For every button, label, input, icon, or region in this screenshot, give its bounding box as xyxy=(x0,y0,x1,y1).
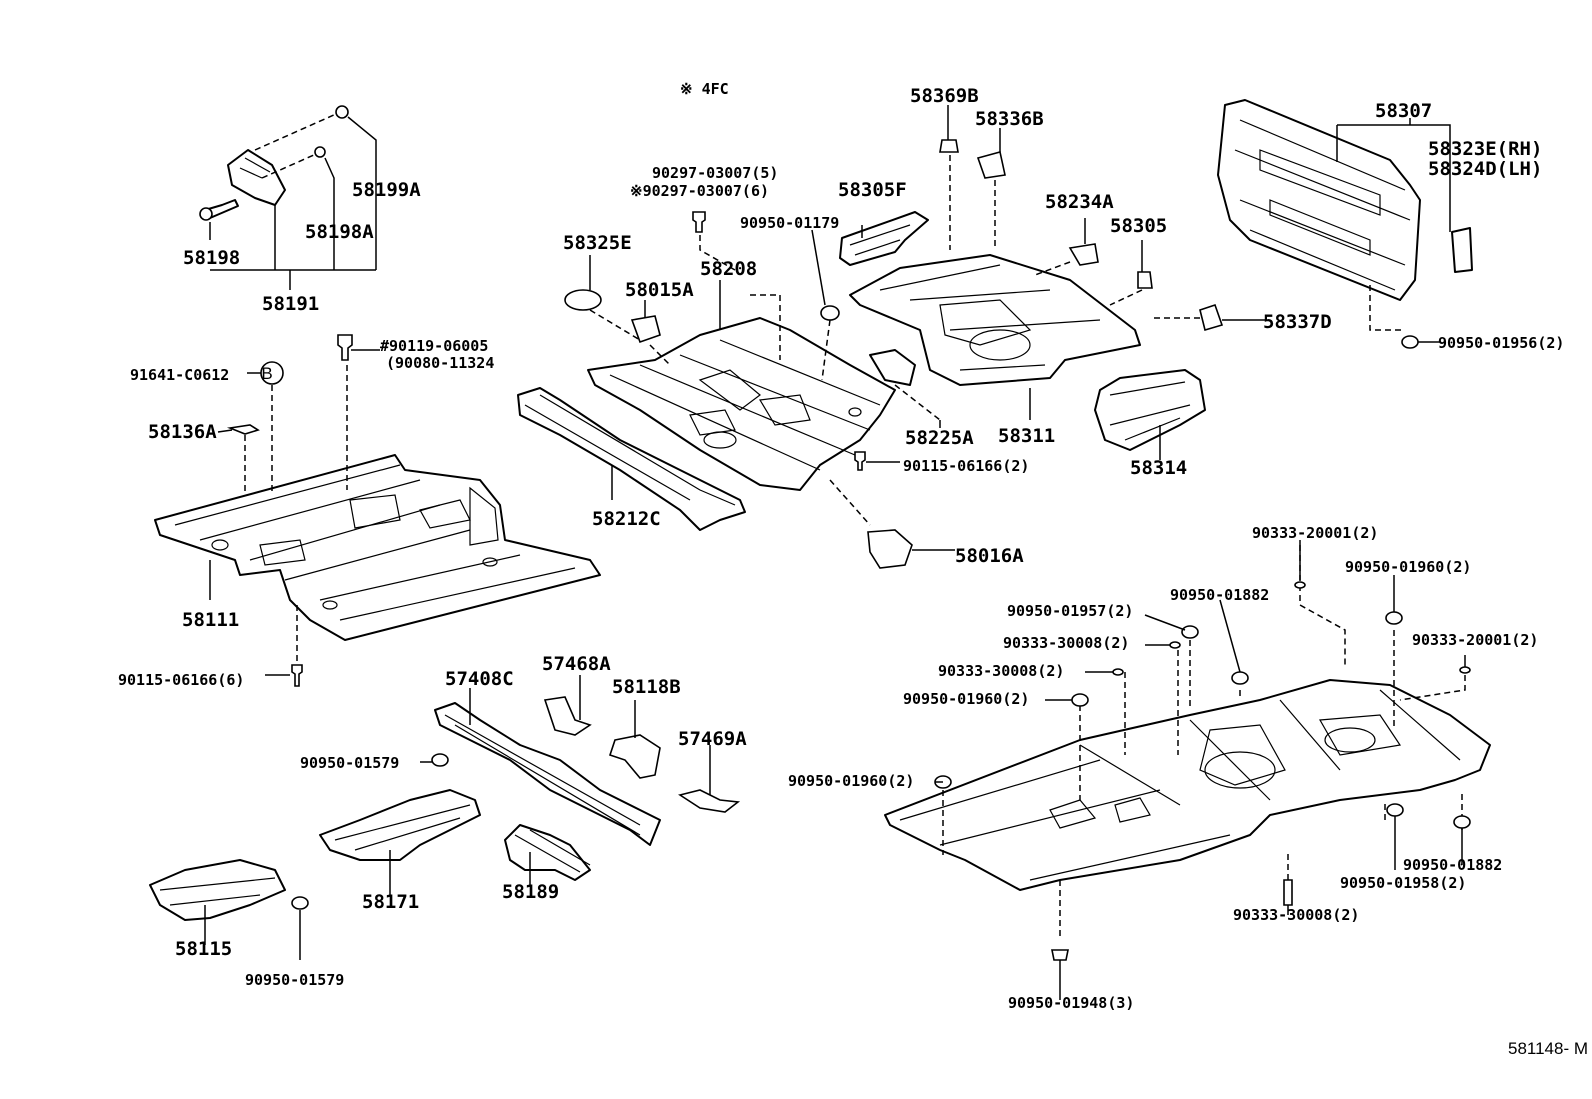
label-58191: 58191 xyxy=(262,293,319,315)
rear-panel-58307 xyxy=(1217,99,1473,349)
spare-tire-pan-58314 xyxy=(1094,369,1206,460)
label-58305F: 58305F xyxy=(838,179,907,201)
label-90333-20001-a: 90333-20001(2) xyxy=(1252,524,1378,542)
label-58171: 58171 xyxy=(362,891,419,913)
label-90950-01956: 90950-01956(2) xyxy=(1438,334,1564,352)
label-90333-30008-c: 90333-30008(2) xyxy=(1233,906,1359,924)
label-58198: 58198 xyxy=(183,247,240,269)
label-90950-01179: 90950-01179 xyxy=(740,214,839,232)
label-90115-06166-2: 90115-06166(2) xyxy=(903,457,1029,475)
label-90119-06005: #90119-06005 xyxy=(380,337,488,355)
label-58118B: 58118B xyxy=(612,676,681,698)
label-58212C: 58212C xyxy=(592,508,661,530)
label-58325E: 58325E xyxy=(563,232,632,254)
label-90333-20001-b: 90333-20001(2) xyxy=(1412,631,1538,649)
label-58337D: 58337D xyxy=(1263,311,1332,333)
label-90950-01960-b: 90950-01960(2) xyxy=(903,690,1029,708)
label-58111: 58111 xyxy=(182,609,239,631)
member-58212C xyxy=(517,387,746,531)
label-90333-30008-b: 90333-30008(2) xyxy=(938,662,1064,680)
label-90950-01948: 90950-01948(3) xyxy=(1008,994,1134,1012)
label-58336B: 58336B xyxy=(975,108,1044,130)
label-58305: 58305 xyxy=(1110,215,1167,237)
label-90950-01882-b: 90950-01882 xyxy=(1403,856,1502,874)
label-58323E: 58323E(RH) xyxy=(1428,138,1542,160)
label-58311: 58311 xyxy=(998,425,1055,447)
label-57408C: 57408C xyxy=(445,668,514,690)
label-58324D: 58324D(LH) xyxy=(1428,158,1542,180)
front-floor-pan-58111 xyxy=(154,334,601,687)
label-58314: 58314 xyxy=(1130,457,1187,479)
bracket-58171 xyxy=(319,789,481,895)
label-90950-01960-a: 90950-01960(2) xyxy=(1345,558,1471,576)
floor-under-cover xyxy=(884,540,1491,1000)
label-90297-03007-5: 90297-03007(5) xyxy=(652,164,778,182)
label-90950-01958: 90950-01958(2) xyxy=(1340,874,1466,892)
label-58198A: 58198A xyxy=(305,221,374,243)
label-58208: 58208 xyxy=(700,258,757,280)
label-90333-30008-a: 90333-30008(2) xyxy=(1003,634,1129,652)
center-floor-58208 xyxy=(564,211,955,569)
label-58115: 58115 xyxy=(175,938,232,960)
reference-code: 581148- M xyxy=(1508,1039,1588,1058)
member-57408C xyxy=(420,675,741,846)
label-90297-03007-6: ※90297-03007(6) xyxy=(630,182,769,200)
bracket-58189 xyxy=(504,824,591,885)
label-91641-C0612: 91641-C0612 xyxy=(130,366,229,384)
label-58199A: 58199A xyxy=(352,179,421,201)
callout-b: B xyxy=(261,364,272,383)
note-4fc: ※ 4FC xyxy=(680,80,729,98)
label-58234A: 58234A xyxy=(1045,191,1114,213)
label-90950-01579-a: 90950-01579 xyxy=(300,754,399,772)
label-90115-06166-6: 90115-06166(6) xyxy=(118,671,244,689)
label-90950-01882-a: 90950-01882 xyxy=(1170,586,1269,604)
label-90080-11324: (90080-11324 xyxy=(386,354,494,372)
label-58136A: 58136A xyxy=(148,421,217,443)
bracket-58115 xyxy=(149,859,309,960)
bracket-assembly-58191 xyxy=(199,105,377,290)
label-90950-01579-b: 90950-01579 xyxy=(245,971,344,989)
rear-floor-58311 xyxy=(839,105,1265,428)
label-58015A: 58015A xyxy=(625,279,694,301)
label-58369B: 58369B xyxy=(910,85,979,107)
label-58225A: 58225A xyxy=(905,427,974,449)
label-90950-01957: 90950-01957(2) xyxy=(1007,602,1133,620)
label-58189: 58189 xyxy=(502,881,559,903)
label-57469A: 57469A xyxy=(678,728,747,750)
label-57468A: 57468A xyxy=(542,653,611,675)
label-58016A: 58016A xyxy=(955,545,1024,567)
label-90950-01960-c: 90950-01960(2) xyxy=(788,772,914,790)
label-58307: 58307 xyxy=(1375,100,1432,122)
